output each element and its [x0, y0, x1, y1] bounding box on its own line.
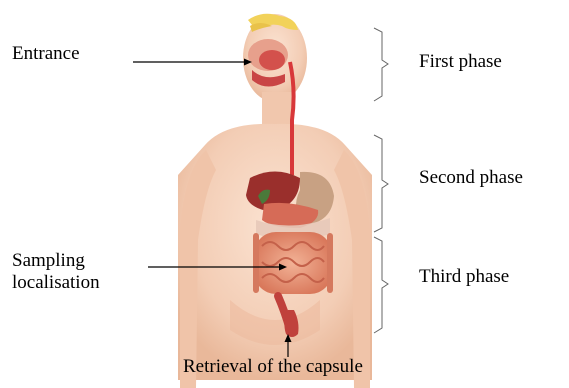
- sampling-label-line1: Sampling: [12, 250, 100, 272]
- upper-abdomen-organs: [246, 172, 334, 241]
- bracket-third: [374, 237, 388, 333]
- bracket-first: [374, 28, 388, 101]
- sampling-localisation-label: Sampling localisation: [12, 250, 100, 294]
- retrieval-label: Retrieval of the capsule: [183, 356, 363, 378]
- third-phase-label: Third phase: [419, 266, 509, 288]
- entrance-label: Entrance: [12, 43, 80, 65]
- second-phase-label: Second phase: [419, 167, 523, 189]
- sampling-label-line2: localisation: [12, 272, 100, 294]
- bracket-second: [374, 135, 388, 232]
- first-phase-label: First phase: [419, 51, 502, 73]
- phase-brackets: [374, 28, 388, 333]
